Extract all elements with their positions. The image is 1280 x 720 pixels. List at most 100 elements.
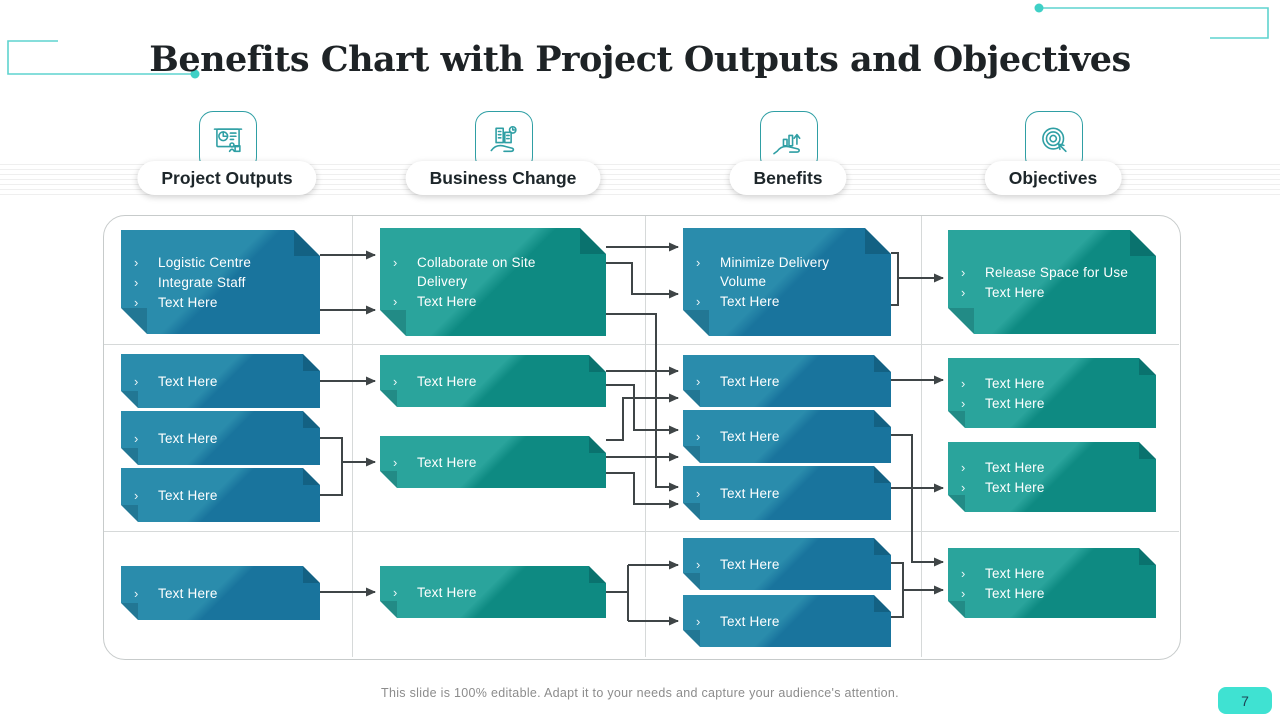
column-label-benefits: Benefits — [729, 161, 847, 195]
flow-box-bn-5: ›Text Here — [683, 538, 891, 590]
bullet-chevron: › — [961, 395, 966, 411]
grid-divider-horizontal — [104, 344, 1179, 345]
bullet-chevron: › — [961, 264, 966, 280]
bullet-chevron: › — [393, 584, 398, 600]
grid-divider-vertical — [645, 216, 646, 657]
flow-box-text: › Text Here — [121, 371, 224, 392]
flow-box-line: Collaborate on Site Delivery — [417, 255, 536, 289]
flow-box-ob-1: › Release Space for Use › Text Here — [948, 230, 1156, 334]
flow-box-line: Text Here — [158, 585, 218, 601]
flow-box-line: Text Here — [417, 454, 477, 470]
flow-box-line: Text Here — [720, 373, 780, 389]
flow-box-ob-4: › Text Here › Text Here — [948, 548, 1156, 618]
flow-box-text: › Text Here › Text Here — [948, 373, 1051, 414]
flow-box-line: Text Here — [158, 294, 218, 310]
bullet-chevron: › — [134, 373, 139, 389]
flow-box-text: › Minimize Delivery Volume › Text Here — [683, 252, 882, 312]
flow-box-line: Text Here — [158, 430, 218, 446]
page-number-badge: 7 — [1218, 687, 1272, 714]
flow-box-line: Text Here — [720, 429, 780, 444]
flow-box-po-2: › Text Here — [121, 354, 320, 408]
flow-box-line: Logistic Centre — [158, 254, 252, 270]
flow-box-line: Text Here — [985, 459, 1045, 475]
column-label-project-outputs: Project Outputs — [137, 161, 317, 195]
bullet-chevron: › — [961, 585, 966, 601]
flow-box-line: Text Here — [985, 375, 1045, 391]
flow-box-bn-2: › Text Here — [683, 355, 891, 407]
flow-box-text: › Text Here — [121, 583, 224, 604]
flow-box-line: Text Here — [417, 584, 477, 600]
bullet-chevron: › — [393, 255, 398, 270]
flow-box-line: Text Here — [985, 585, 1045, 601]
flow-box-bc-1: › Collaborate on Site Delivery › Text Here — [380, 228, 606, 336]
bullet-chevron: › — [134, 487, 139, 503]
bullet-chevron: › — [696, 373, 701, 389]
flow-box-po-3: › Text Here — [121, 411, 320, 465]
flow-box-text: › Text Here — [683, 426, 786, 447]
bullet-chevron: › — [696, 294, 701, 309]
bullet-chevron: › — [134, 254, 139, 270]
flow-box-po-1: › Logistic Centre › Integrate Staff › Text He… — [121, 230, 320, 334]
flow-box-line: Minimize Delivery Volume — [720, 255, 830, 289]
flow-box-line: Release Space for Use — [985, 264, 1129, 280]
flow-box-line: Text Here — [720, 294, 780, 309]
flow-box-line: Text Here — [720, 485, 780, 501]
flow-box-line: Text Here — [985, 565, 1045, 581]
bullet-chevron: › — [961, 459, 966, 475]
bullet-chevron: › — [961, 284, 966, 300]
flow-box-text: › Release Space for Use › Text Here — [948, 262, 1134, 303]
flow-box-line: Text Here — [985, 479, 1045, 495]
flow-box-text: › Text Here — [683, 483, 786, 504]
grid-divider-vertical — [921, 216, 922, 657]
flow-box-bn-1: › Minimize Delivery Volume › Text Here — [683, 228, 891, 336]
table-frame — [103, 215, 1181, 660]
flow-box-text: › Logistic Centre › Integrate Staff › Text He… — [121, 252, 257, 313]
bullet-chevron: › — [696, 255, 701, 270]
flow-box-bc-3: › Text Here — [380, 436, 606, 488]
bullet-chevron: › — [961, 375, 966, 391]
flow-box-line: Text Here — [417, 373, 477, 389]
flow-box-bn-3: › Text Here — [683, 410, 891, 463]
bullet-chevron: › — [961, 565, 966, 581]
flow-box-text: › Text Here — [121, 428, 224, 449]
flow-box-text: › Text Here — [121, 485, 224, 506]
flow-box-text: › Collaborate on Site Delivery › Text Here — [380, 252, 579, 312]
bullet-chevron: › — [393, 294, 398, 309]
bullet-chevron: › — [696, 485, 701, 501]
flow-box-text: › Text Here — [380, 371, 483, 392]
bullet-chevron: › — [393, 454, 398, 470]
grid-divider-horizontal — [104, 531, 1179, 532]
flow-box-line: Text Here — [985, 395, 1045, 411]
flow-box-text: › Text Here — [380, 582, 483, 603]
flow-box-line: Text Here — [985, 284, 1045, 300]
grid-divider-vertical — [352, 216, 353, 657]
flow-box-line: Text Here — [158, 487, 218, 503]
bullet-chevron: › — [961, 479, 966, 495]
flow-box-text: › Text Here › Text Here — [948, 457, 1051, 498]
flow-box-ob-3: › Text Here › Text Here — [948, 442, 1156, 512]
page-title: Benefits Chart with Project Outputs and … — [149, 39, 1131, 81]
flow-box-text: › Text Here — [683, 371, 786, 392]
bullet-chevron: › — [393, 373, 398, 389]
flow-box-text: › Text Here — [380, 452, 483, 473]
bullet-chevron: › — [696, 429, 701, 444]
flow-box-po-4: › Text Here — [121, 468, 320, 522]
bullet-chevron: › — [134, 274, 139, 290]
bullet-chevron: › — [134, 430, 139, 446]
bullet-chevron: › — [134, 294, 139, 310]
flow-box-line: Text Here — [158, 373, 218, 389]
flow-box-bc-4: › Text Here — [380, 566, 606, 618]
flow-box-text: › Text Here — [683, 611, 786, 632]
footer-note: This slide is 100% editable. Adapt it to… — [381, 686, 899, 700]
flow-box-line: Integrate Staff — [158, 274, 246, 290]
flow-box-bn-6: › Text Here — [683, 595, 891, 647]
flow-box-text: › Text Here › Text Here — [948, 563, 1051, 604]
bullet-chevron: › — [696, 613, 701, 629]
flow-box-bn-4: › Text Here — [683, 466, 891, 520]
flow-box-line: Text Here — [417, 294, 477, 309]
flow-box-line: Text Here — [720, 613, 780, 629]
column-label-business-change: Business Change — [405, 161, 601, 195]
flow-box-line: Text Here — [720, 556, 780, 572]
bullet-chevron: › — [134, 585, 139, 601]
